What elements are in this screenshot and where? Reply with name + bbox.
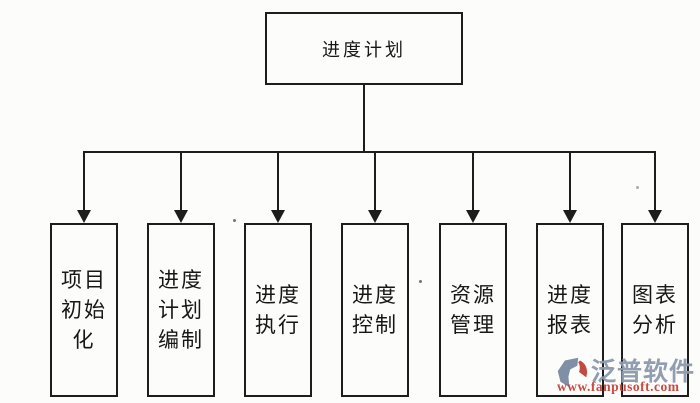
node-label: 进度计划编制 (158, 268, 204, 352)
node-schedule-plan: 进度计划 (265, 12, 463, 85)
node-schedule-plan-compilation: 进度计划编制 (147, 223, 215, 397)
scan-speck (233, 219, 236, 222)
node-label: 进度计划 (322, 39, 406, 60)
node-resource-management: 资源管理 (439, 223, 507, 397)
node-schedule-control: 进度控制 (341, 223, 409, 397)
node-label: 项目初始化 (61, 268, 107, 352)
node-chart-analysis: 图表分析 (621, 223, 689, 397)
node-label: 图表分析 (632, 283, 678, 337)
node-schedule-report: 进度报表 (536, 223, 604, 397)
node-schedule-execution: 进度执行 (244, 223, 312, 397)
scan-speck (419, 280, 422, 283)
node-project-initialization: 项目初始化 (50, 223, 118, 397)
node-label: 进度控制 (352, 283, 398, 337)
scan-speck (636, 186, 639, 189)
node-label: 资源管理 (450, 283, 496, 337)
node-label: 进度执行 (255, 283, 301, 337)
node-label: 进度报表 (547, 283, 593, 337)
down-arrowhead-icons (77, 210, 662, 223)
